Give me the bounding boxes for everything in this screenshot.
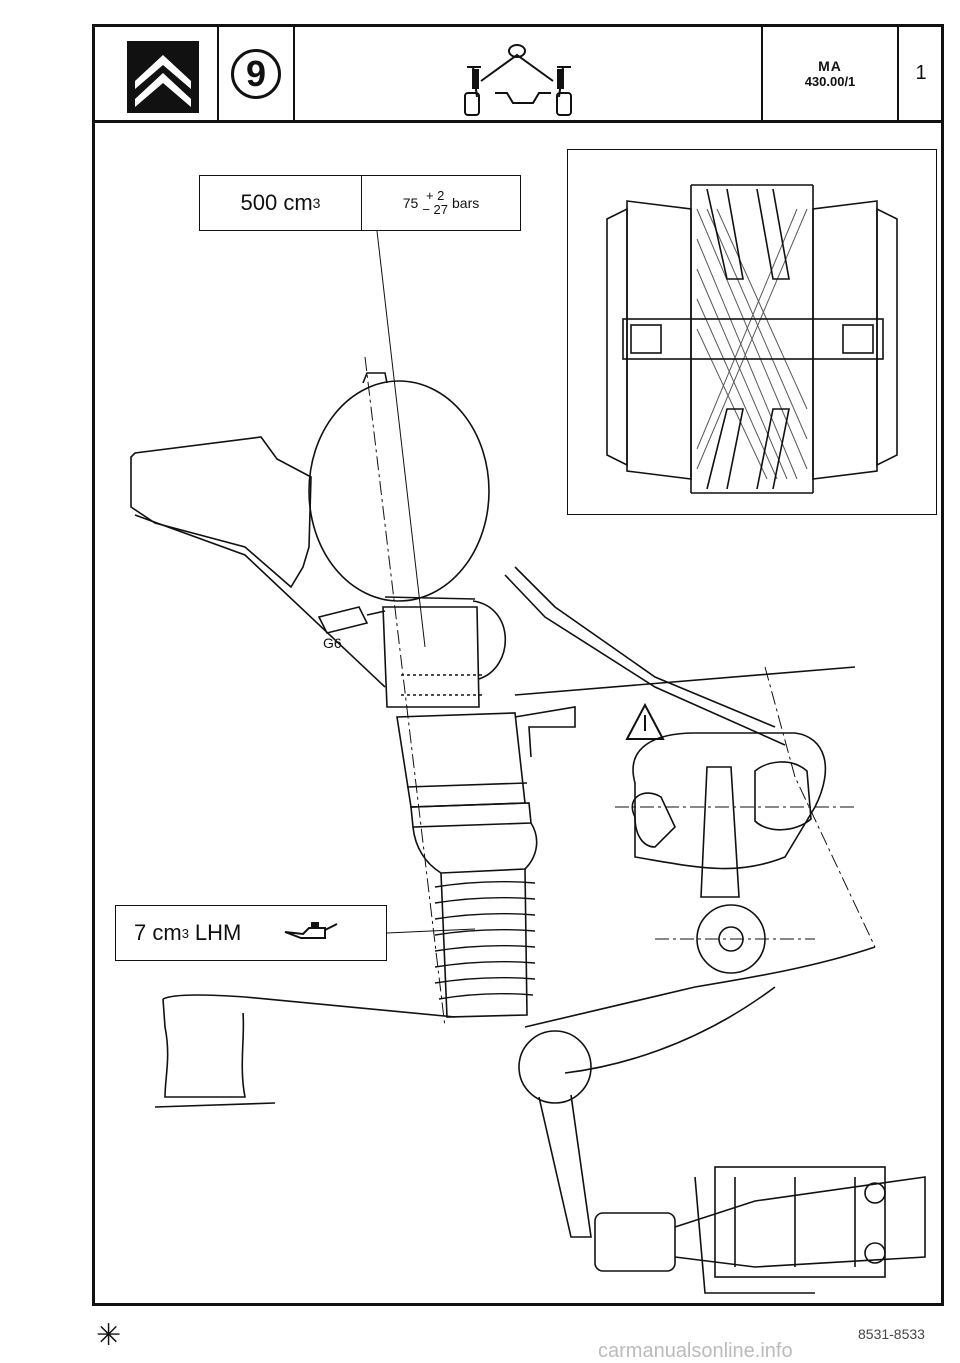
section-number-cell: 9 bbox=[219, 27, 295, 120]
pressure-plus: + 2 bbox=[425, 188, 445, 203]
suspension-schematic-icon bbox=[464, 44, 572, 116]
page-frame: 9 MA 430.00/1 1 bbox=[92, 24, 944, 1306]
double-chevron-icon bbox=[135, 55, 191, 107]
pressure-minus: − 27 bbox=[422, 202, 448, 217]
oil-volume: 7 cm bbox=[134, 920, 182, 945]
sphere-pressure: 75 + 2 − 27 bars bbox=[362, 176, 520, 230]
title-block: 9 MA 430.00/1 1 bbox=[95, 27, 941, 123]
section-number: 9 bbox=[231, 48, 281, 99]
page-number: 1 bbox=[915, 62, 927, 84]
figure-reference: 8531-8533 bbox=[858, 1326, 925, 1342]
asterisk-symbol: ✳ bbox=[96, 1319, 122, 1352]
oil-fluid: LHM bbox=[194, 920, 242, 945]
code-line-2: 430.00/1 bbox=[804, 74, 856, 89]
grease-label: G6 bbox=[323, 635, 342, 651]
sphere-volume-value: 500 cm bbox=[240, 190, 313, 215]
suspension-technical-drawing bbox=[130, 184, 926, 1294]
pressure-base: 75 bbox=[402, 195, 419, 211]
oil-can-icon bbox=[285, 922, 338, 939]
watermark: carmanualsonline.info bbox=[598, 1340, 793, 1362]
pressure-tolerance: + 2 − 27 bbox=[422, 189, 448, 217]
code-line-1: MA bbox=[818, 58, 842, 74]
grease-gun-icon bbox=[317, 606, 386, 634]
suspension-diagram-icon-cell bbox=[295, 27, 763, 120]
cross-section-inset bbox=[567, 149, 937, 515]
oil-volume-exponent: 3 bbox=[181, 925, 189, 941]
document-code-cell: MA 430.00/1 bbox=[763, 27, 899, 120]
citroen-logo bbox=[127, 41, 199, 113]
pressure-unit: bars bbox=[452, 195, 480, 211]
brand-logo-cell bbox=[95, 27, 219, 120]
sphere-volume-exponent: 3 bbox=[312, 195, 321, 211]
